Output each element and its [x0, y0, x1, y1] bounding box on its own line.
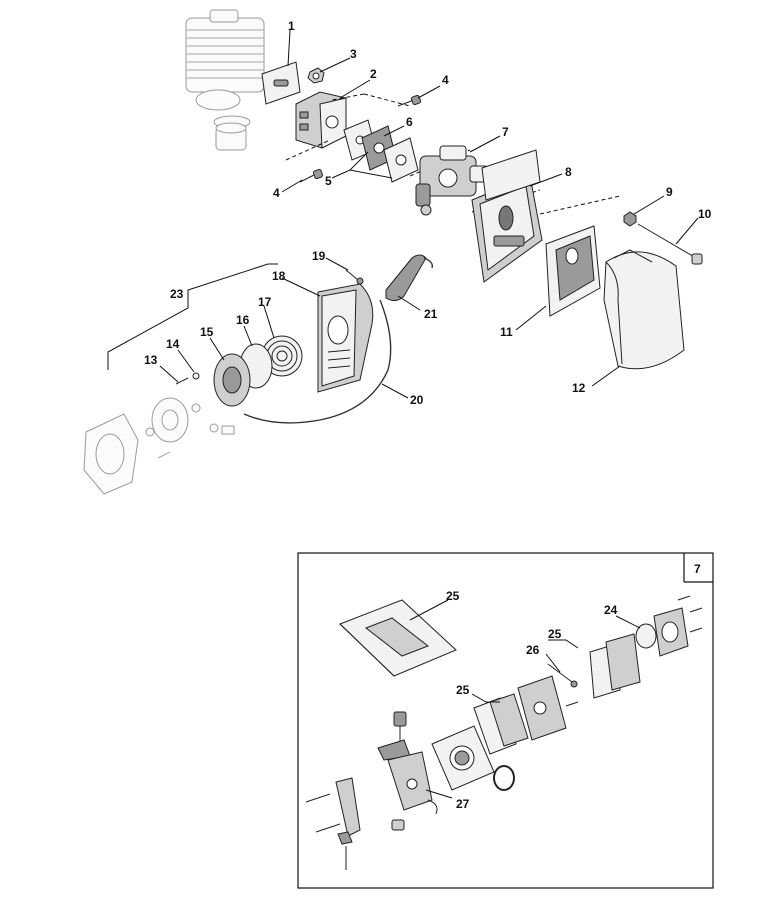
callout-23: 23 — [170, 287, 184, 301]
leader-16 — [243, 325, 253, 347]
leader-4a — [417, 85, 441, 99]
leader-6 — [383, 125, 405, 137]
part-25-diaphragm-b — [589, 633, 641, 699]
callout-7: 7 — [502, 125, 509, 139]
leader-27 — [425, 789, 453, 799]
callout-27: 27 — [456, 797, 470, 811]
leader-15 — [209, 337, 225, 361]
callout-16: 16 — [236, 313, 250, 327]
part-26-needle — [547, 663, 578, 688]
callout-25-mid: 25 — [548, 627, 562, 641]
callout-11: 11 — [500, 325, 513, 339]
part-19-screw — [345, 269, 364, 285]
leader-2 — [339, 79, 371, 99]
callout-26: 26 — [526, 643, 540, 657]
part-21-starter-handle — [385, 254, 434, 302]
inset-tag-7: 7 — [694, 562, 701, 576]
part-3-nut — [307, 67, 325, 84]
bracket-23 — [107, 263, 278, 370]
leader-10 — [675, 217, 699, 245]
leader-17 — [263, 305, 275, 339]
carburetor-detail-frame — [297, 552, 714, 889]
leader-21 — [397, 295, 421, 311]
engine-cylinder-reference — [185, 9, 265, 151]
callout-25-low: 25 — [456, 683, 470, 697]
callout-15: 15 — [200, 325, 214, 339]
linkage-and-screws — [305, 777, 361, 870]
leader-25c — [471, 693, 500, 703]
leader-9 — [633, 195, 665, 215]
leader-13 — [159, 365, 179, 383]
part-8-airfilter-base — [471, 149, 543, 283]
part-12-air-filter-cover — [603, 249, 685, 370]
leader-7 — [469, 135, 501, 153]
callout-10: 10 — [698, 207, 712, 221]
part-11-air-filter — [545, 225, 601, 317]
part-4-screw-upper — [397, 94, 422, 107]
leader-4b — [281, 179, 303, 193]
callout-4-upper: 4 — [442, 73, 449, 87]
part-10-long-bolt — [637, 223, 703, 265]
part-2-insulator — [295, 91, 347, 149]
carburetor-main-body — [431, 725, 515, 791]
leader-20 — [381, 383, 409, 399]
callout-8: 8 — [565, 165, 572, 179]
callout-12: 12 — [572, 381, 586, 395]
leader-26 — [545, 653, 561, 673]
callout-24: 24 — [604, 603, 618, 617]
leader-5b — [349, 151, 369, 171]
callout-6: 6 — [406, 115, 413, 129]
callout-21: 21 — [424, 307, 438, 321]
callout-19: 19 — [312, 249, 326, 263]
leader-14 — [177, 349, 195, 373]
part-24-intake-cover — [635, 595, 703, 657]
leader-1 — [287, 29, 291, 67]
leader-24 — [615, 615, 641, 629]
part-27-throttle-assembly — [377, 711, 438, 831]
leader-11 — [515, 305, 547, 331]
leader-25b — [548, 639, 579, 649]
callout-13: 13 — [144, 353, 158, 367]
part-4-screw-lower — [299, 168, 324, 183]
callout-4-lower: 4 — [273, 186, 280, 200]
leader-18 — [281, 277, 321, 297]
part-25-gasket-kit — [339, 599, 457, 677]
part-1-gasket — [261, 61, 301, 105]
part-20-rope — [243, 299, 392, 424]
callout-20: 20 — [410, 393, 424, 407]
leader-8 — [529, 173, 563, 187]
part-18-starter-housing — [317, 283, 374, 393]
part-5-gasket-b — [383, 137, 419, 183]
callout-9: 9 — [666, 185, 673, 199]
part-13-screw — [175, 377, 189, 385]
callout-25-top: 25 — [446, 589, 460, 603]
crankcase-reference — [83, 397, 235, 495]
leader-25a — [409, 599, 449, 621]
leader-19 — [325, 257, 349, 271]
callout-3: 3 — [350, 47, 357, 61]
callout-2: 2 — [370, 67, 377, 81]
callout-1: 1 — [288, 19, 295, 33]
part-14-washer — [192, 372, 200, 380]
callout-14: 14 — [166, 337, 180, 351]
callout-17: 17 — [258, 295, 272, 309]
callout-18: 18 — [272, 269, 286, 283]
callout-5: 5 — [325, 174, 332, 188]
leader-12 — [591, 365, 621, 387]
part-15-reel — [213, 353, 251, 407]
part-9-nut — [623, 211, 637, 227]
carburetor-body-detail — [517, 675, 579, 741]
part-25-gasket-c — [473, 693, 529, 755]
leader-3 — [319, 57, 351, 73]
leader-5 — [331, 169, 393, 179]
